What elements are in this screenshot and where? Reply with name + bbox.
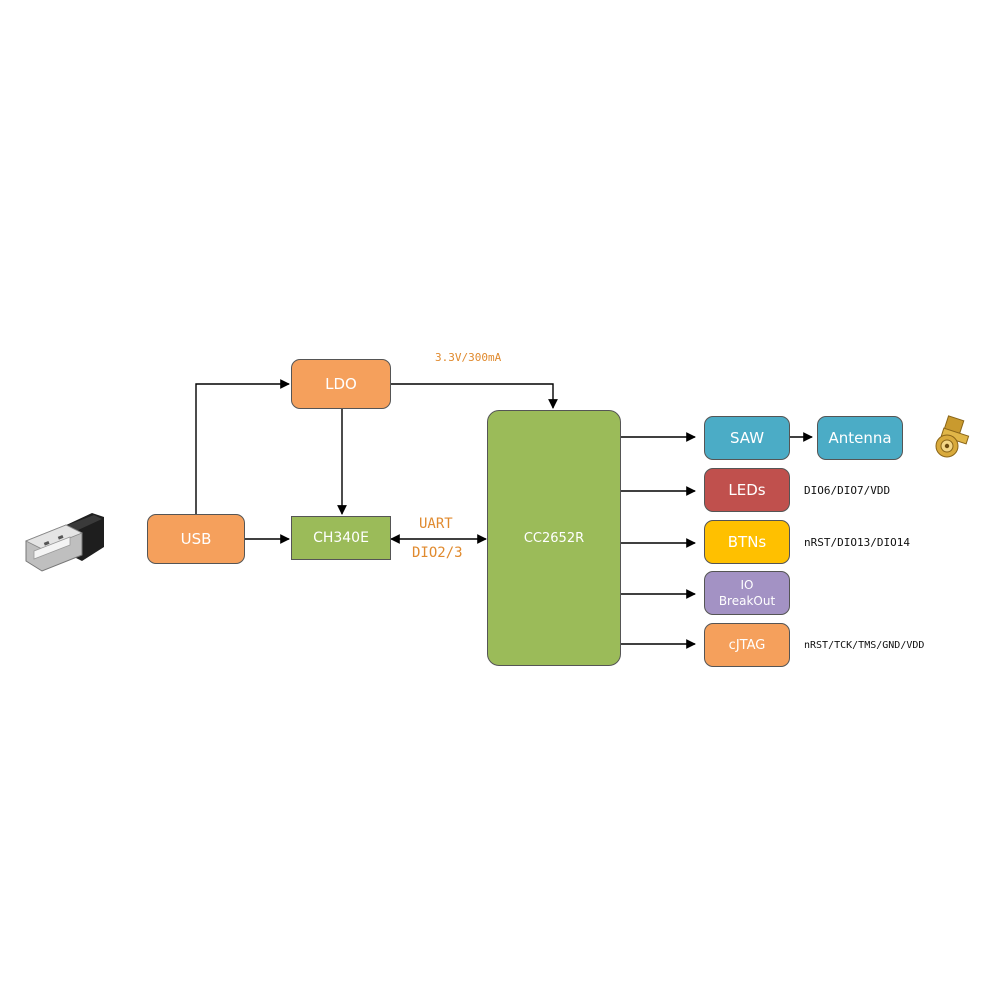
usb-connector-icon — [25, 513, 104, 572]
btns-block: BTNs — [704, 520, 790, 564]
io-label-line2: BreakOut — [718, 594, 776, 608]
uart-label: UART — [419, 516, 453, 532]
ldo-block: LDO — [291, 359, 391, 409]
usb-label: USB — [180, 530, 212, 548]
io-label-line1: IO — [740, 578, 754, 592]
sma-connector-icon — [935, 415, 970, 458]
cc2652r-block: CC2652R — [487, 410, 621, 666]
wire-usb-to-ldo — [195, 379, 290, 514]
saw-block: SAW — [704, 416, 790, 460]
wire-ldo-to-cc2652r — [391, 383, 558, 409]
antenna-label: Antenna — [828, 429, 892, 447]
ldo-label: LDO — [325, 375, 357, 393]
usb-block: USB — [147, 514, 245, 564]
btns-pins-label: nRST/DIO13/DIO14 — [804, 536, 910, 549]
ch340e-label: CH340E — [313, 530, 369, 546]
cc2652r-label: CC2652R — [523, 530, 585, 546]
power-rating-label: 3.3V/300mA — [435, 351, 502, 364]
dio23-label: DIO2/3 — [412, 545, 463, 561]
cjtag-pins-label: nRST/TCK/TMS/GND/VDD — [804, 640, 925, 651]
cjtag-label: cJTAG — [728, 637, 766, 653]
leds-pins-label: DIO6/DIO7/VDD — [804, 484, 891, 497]
leds-block: LEDs — [704, 468, 790, 512]
io-breakout-block: IO BreakOut — [704, 571, 790, 615]
cjtag-block: cJTAG — [704, 623, 790, 667]
ch340e-block: CH340E — [291, 516, 391, 560]
antenna-block: Antenna — [817, 416, 903, 460]
leds-label: LEDs — [728, 481, 766, 499]
btns-label: BTNs — [727, 533, 767, 551]
saw-label: SAW — [729, 429, 765, 447]
